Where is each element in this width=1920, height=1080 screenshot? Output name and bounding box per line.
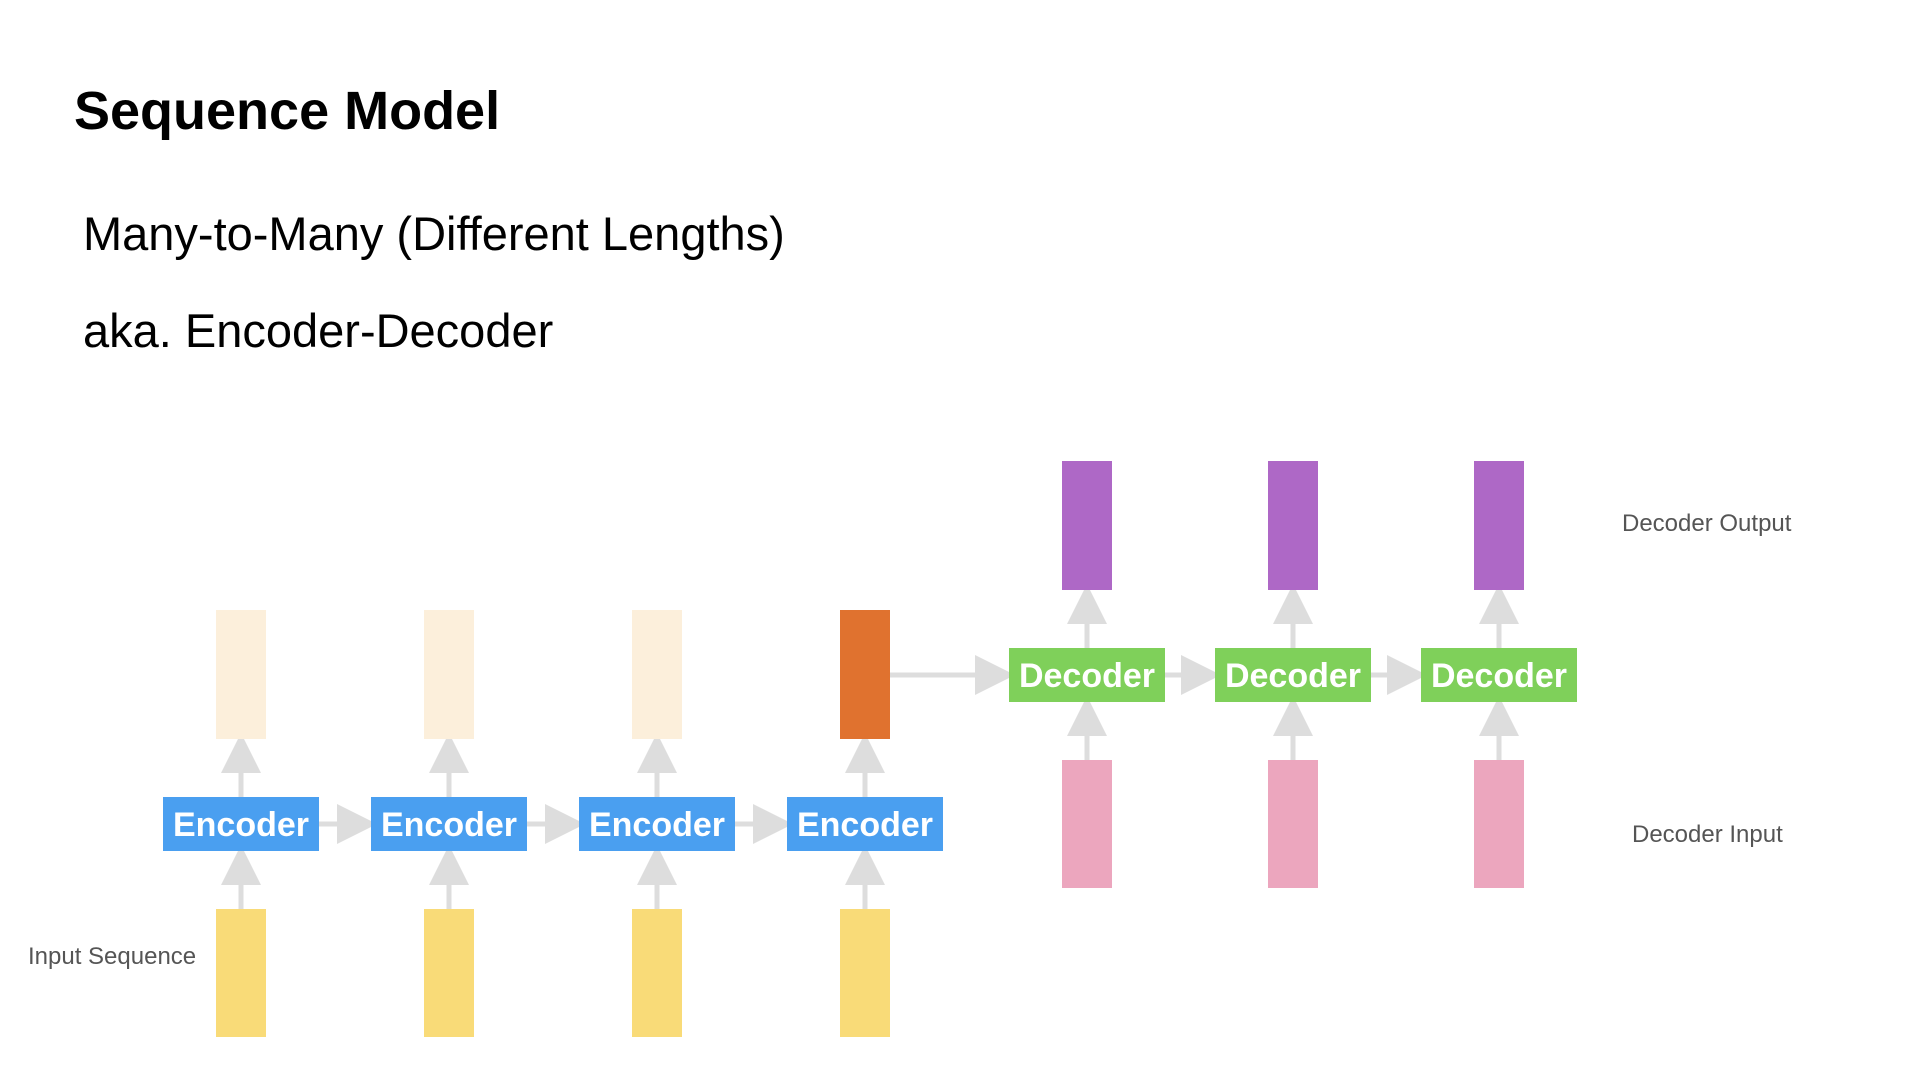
decoder-input-label: Decoder Input <box>1632 821 1783 848</box>
decoder-input-3 <box>1474 760 1524 888</box>
encoder-label-2: Encoder <box>381 806 517 844</box>
slide-title: Sequence Model <box>74 81 501 141</box>
decoder-output-1 <box>1062 461 1112 590</box>
input-token-1 <box>216 909 266 1037</box>
input-token-3 <box>632 909 682 1037</box>
decoder-output-3 <box>1474 461 1524 590</box>
input-token-2 <box>424 909 474 1037</box>
input-sequence-label: Input Sequence <box>28 943 196 970</box>
final-hidden-state <box>840 610 890 739</box>
hidden-state-2 <box>424 610 474 739</box>
decoder-input-1 <box>1062 760 1112 888</box>
decoder-box-2 <box>1215 648 1371 702</box>
hidden-state-3 <box>632 610 682 739</box>
hidden-state-1 <box>216 610 266 739</box>
decoder-input-2 <box>1268 760 1318 888</box>
encoder-label-4: Encoder <box>797 806 933 844</box>
encoder-box-2 <box>371 797 527 851</box>
decoder-box-1 <box>1009 648 1165 702</box>
decoder-box-3 <box>1421 648 1577 702</box>
decoder-label-2: Decoder <box>1225 657 1361 695</box>
decoder-output-2 <box>1268 461 1318 590</box>
encoder-box-3 <box>579 797 735 851</box>
encoder-box-4 <box>787 797 943 851</box>
subtitle-encoder-decoder: aka. Encoder-Decoder <box>83 304 554 357</box>
decoder-label-3: Decoder <box>1431 657 1567 695</box>
input-token-4 <box>840 909 890 1037</box>
subtitle-many-to-many: Many-to-Many (Different Lengths) <box>83 207 785 260</box>
encoder-label-1: Encoder <box>173 806 309 844</box>
encoder-box-1 <box>163 797 319 851</box>
decoder-label-1: Decoder <box>1019 657 1155 695</box>
decoder-output-label: Decoder Output <box>1622 510 1792 537</box>
encoder-label-3: Encoder <box>589 806 725 844</box>
